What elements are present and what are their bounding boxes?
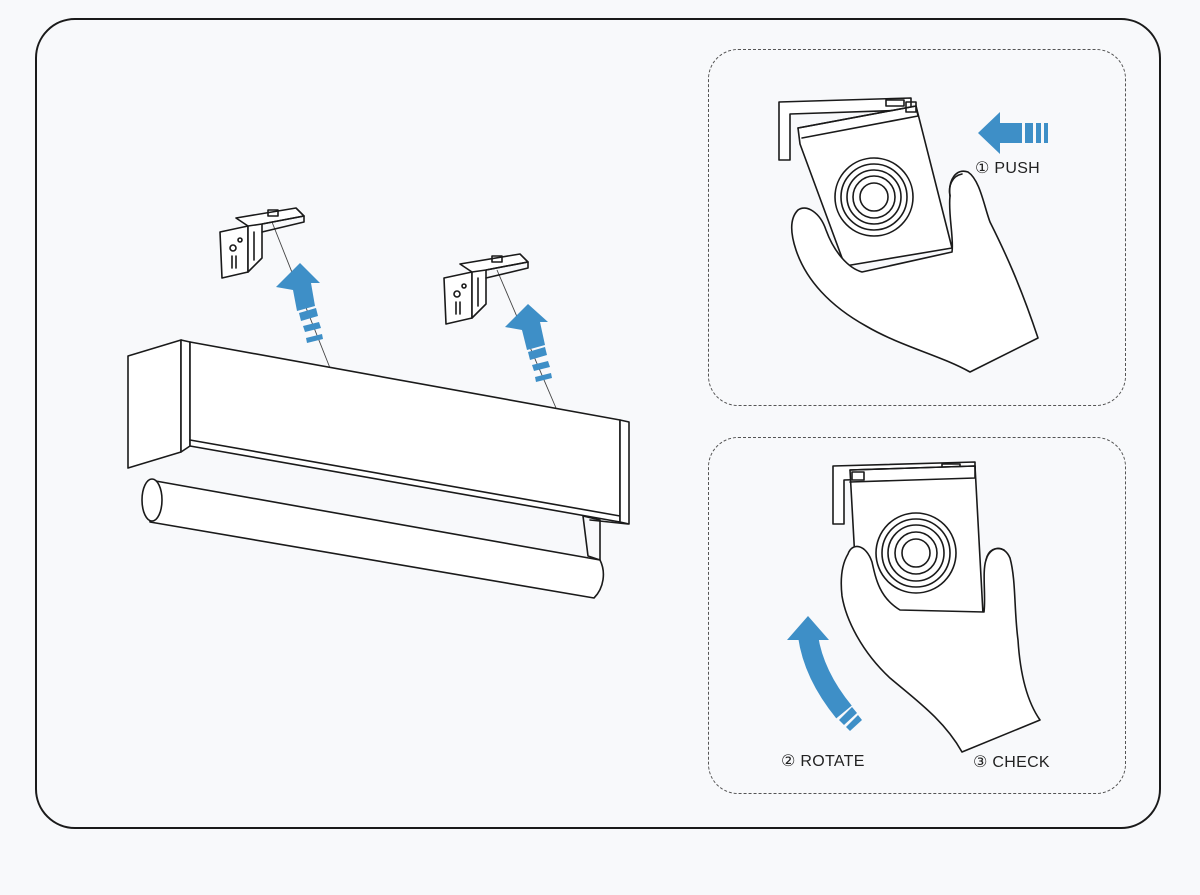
headrail-box (127, 339, 630, 561)
push-illustration (778, 97, 1048, 373)
push-step-panel (708, 49, 1126, 406)
rotate-arrow (787, 616, 862, 731)
rail-cap-rings-rotate (875, 512, 957, 594)
hand-push (790, 170, 1039, 373)
wall-bracket-push (778, 97, 912, 161)
diagram-frame (35, 18, 1161, 829)
push-arrow (978, 112, 1048, 154)
mounting-bracket-right (443, 253, 529, 325)
rail-front-face (189, 341, 621, 523)
rail-end-cap-right (619, 419, 630, 525)
headrail-assembly (127, 221, 630, 599)
roller-tube (141, 478, 605, 599)
mounting-bracket-left (219, 207, 305, 279)
step-label-rotate: ② ROTATE (781, 753, 865, 770)
rail-cap-rings (834, 157, 914, 237)
lift-arrow-left (276, 263, 323, 343)
rail-end-cap-left (127, 339, 182, 469)
lift-arrow-right (505, 304, 552, 382)
step-label-push: ① PUSH (975, 160, 1041, 177)
rotate-check-step-panel (708, 437, 1126, 794)
hand-rotate (840, 545, 1041, 753)
rotate-check-illustration (787, 461, 1041, 753)
step-label-check: ③ CHECK (973, 754, 1050, 771)
